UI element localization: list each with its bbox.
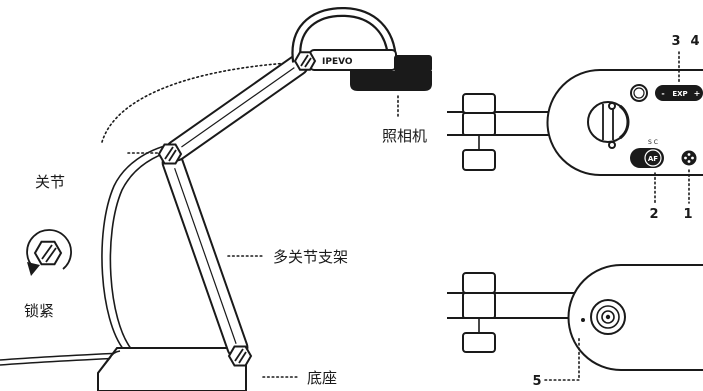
clamp-middle-block bbox=[462, 112, 496, 136]
clamp-top-block bbox=[462, 272, 496, 294]
exposure-button: - EXP + bbox=[655, 85, 703, 101]
clamp-bottom-block bbox=[462, 332, 496, 353]
clamp-middle-block bbox=[462, 292, 496, 319]
lock-rotate-icon bbox=[26, 229, 72, 276]
stand-label: 多关节支架 bbox=[273, 248, 348, 266]
base-label: 底座 bbox=[307, 369, 337, 387]
callout-5-leader bbox=[544, 335, 580, 381]
arm-cable-inner bbox=[109, 149, 175, 351]
callout-4: 4 bbox=[690, 34, 699, 49]
base-joint-knob-icon bbox=[227, 345, 253, 367]
head-rotation-knob-icon bbox=[587, 101, 630, 149]
af-sub-label: S C bbox=[648, 139, 658, 146]
camera-bottom-view: 5 bbox=[447, 264, 703, 389]
round-button-icon bbox=[630, 84, 648, 102]
joint-label: 关节 bbox=[35, 173, 65, 191]
camera-label: 照相机 bbox=[382, 127, 427, 145]
lower-arm bbox=[161, 151, 249, 359]
clamp-top-block bbox=[462, 93, 496, 114]
callout-3: 3 bbox=[671, 34, 680, 49]
middle-joint-knob-icon bbox=[157, 143, 183, 165]
microphone-dot bbox=[581, 318, 585, 322]
brand-logo: IPEVO bbox=[322, 57, 353, 67]
motion-arc bbox=[101, 62, 289, 143]
lens-housing bbox=[350, 71, 432, 91]
autofocus-button: AF bbox=[630, 148, 664, 168]
camera-end-cap bbox=[394, 55, 432, 72]
arm-cable bbox=[101, 143, 173, 351]
camera-stand-illustration: IPEVO 照相机 关节 bbox=[0, 6, 432, 391]
camera-body-bottom bbox=[567, 264, 703, 371]
camera-top-view: - EXP + S C AF 3 4 2 1 bbox=[447, 34, 703, 222]
svg-text:-: - bbox=[661, 89, 664, 98]
clamp-bottom-block bbox=[462, 149, 496, 171]
lens-icon bbox=[590, 299, 626, 335]
head-joint-knob-icon bbox=[293, 51, 317, 71]
snapshot-button-icon bbox=[681, 150, 697, 166]
camera-cable-arc bbox=[291, 6, 397, 63]
callout-5: 5 bbox=[532, 374, 541, 389]
camera-head: IPEVO bbox=[309, 49, 432, 91]
svg-text:EXP: EXP bbox=[672, 90, 687, 98]
callout-2: 2 bbox=[649, 207, 658, 222]
lock-label: 锁紧 bbox=[24, 302, 54, 320]
callout-1: 1 bbox=[683, 207, 692, 222]
svg-text:AF: AF bbox=[648, 155, 658, 163]
power-cable bbox=[0, 352, 123, 361]
svg-text:+: + bbox=[694, 89, 701, 98]
stand-base bbox=[97, 347, 247, 391]
